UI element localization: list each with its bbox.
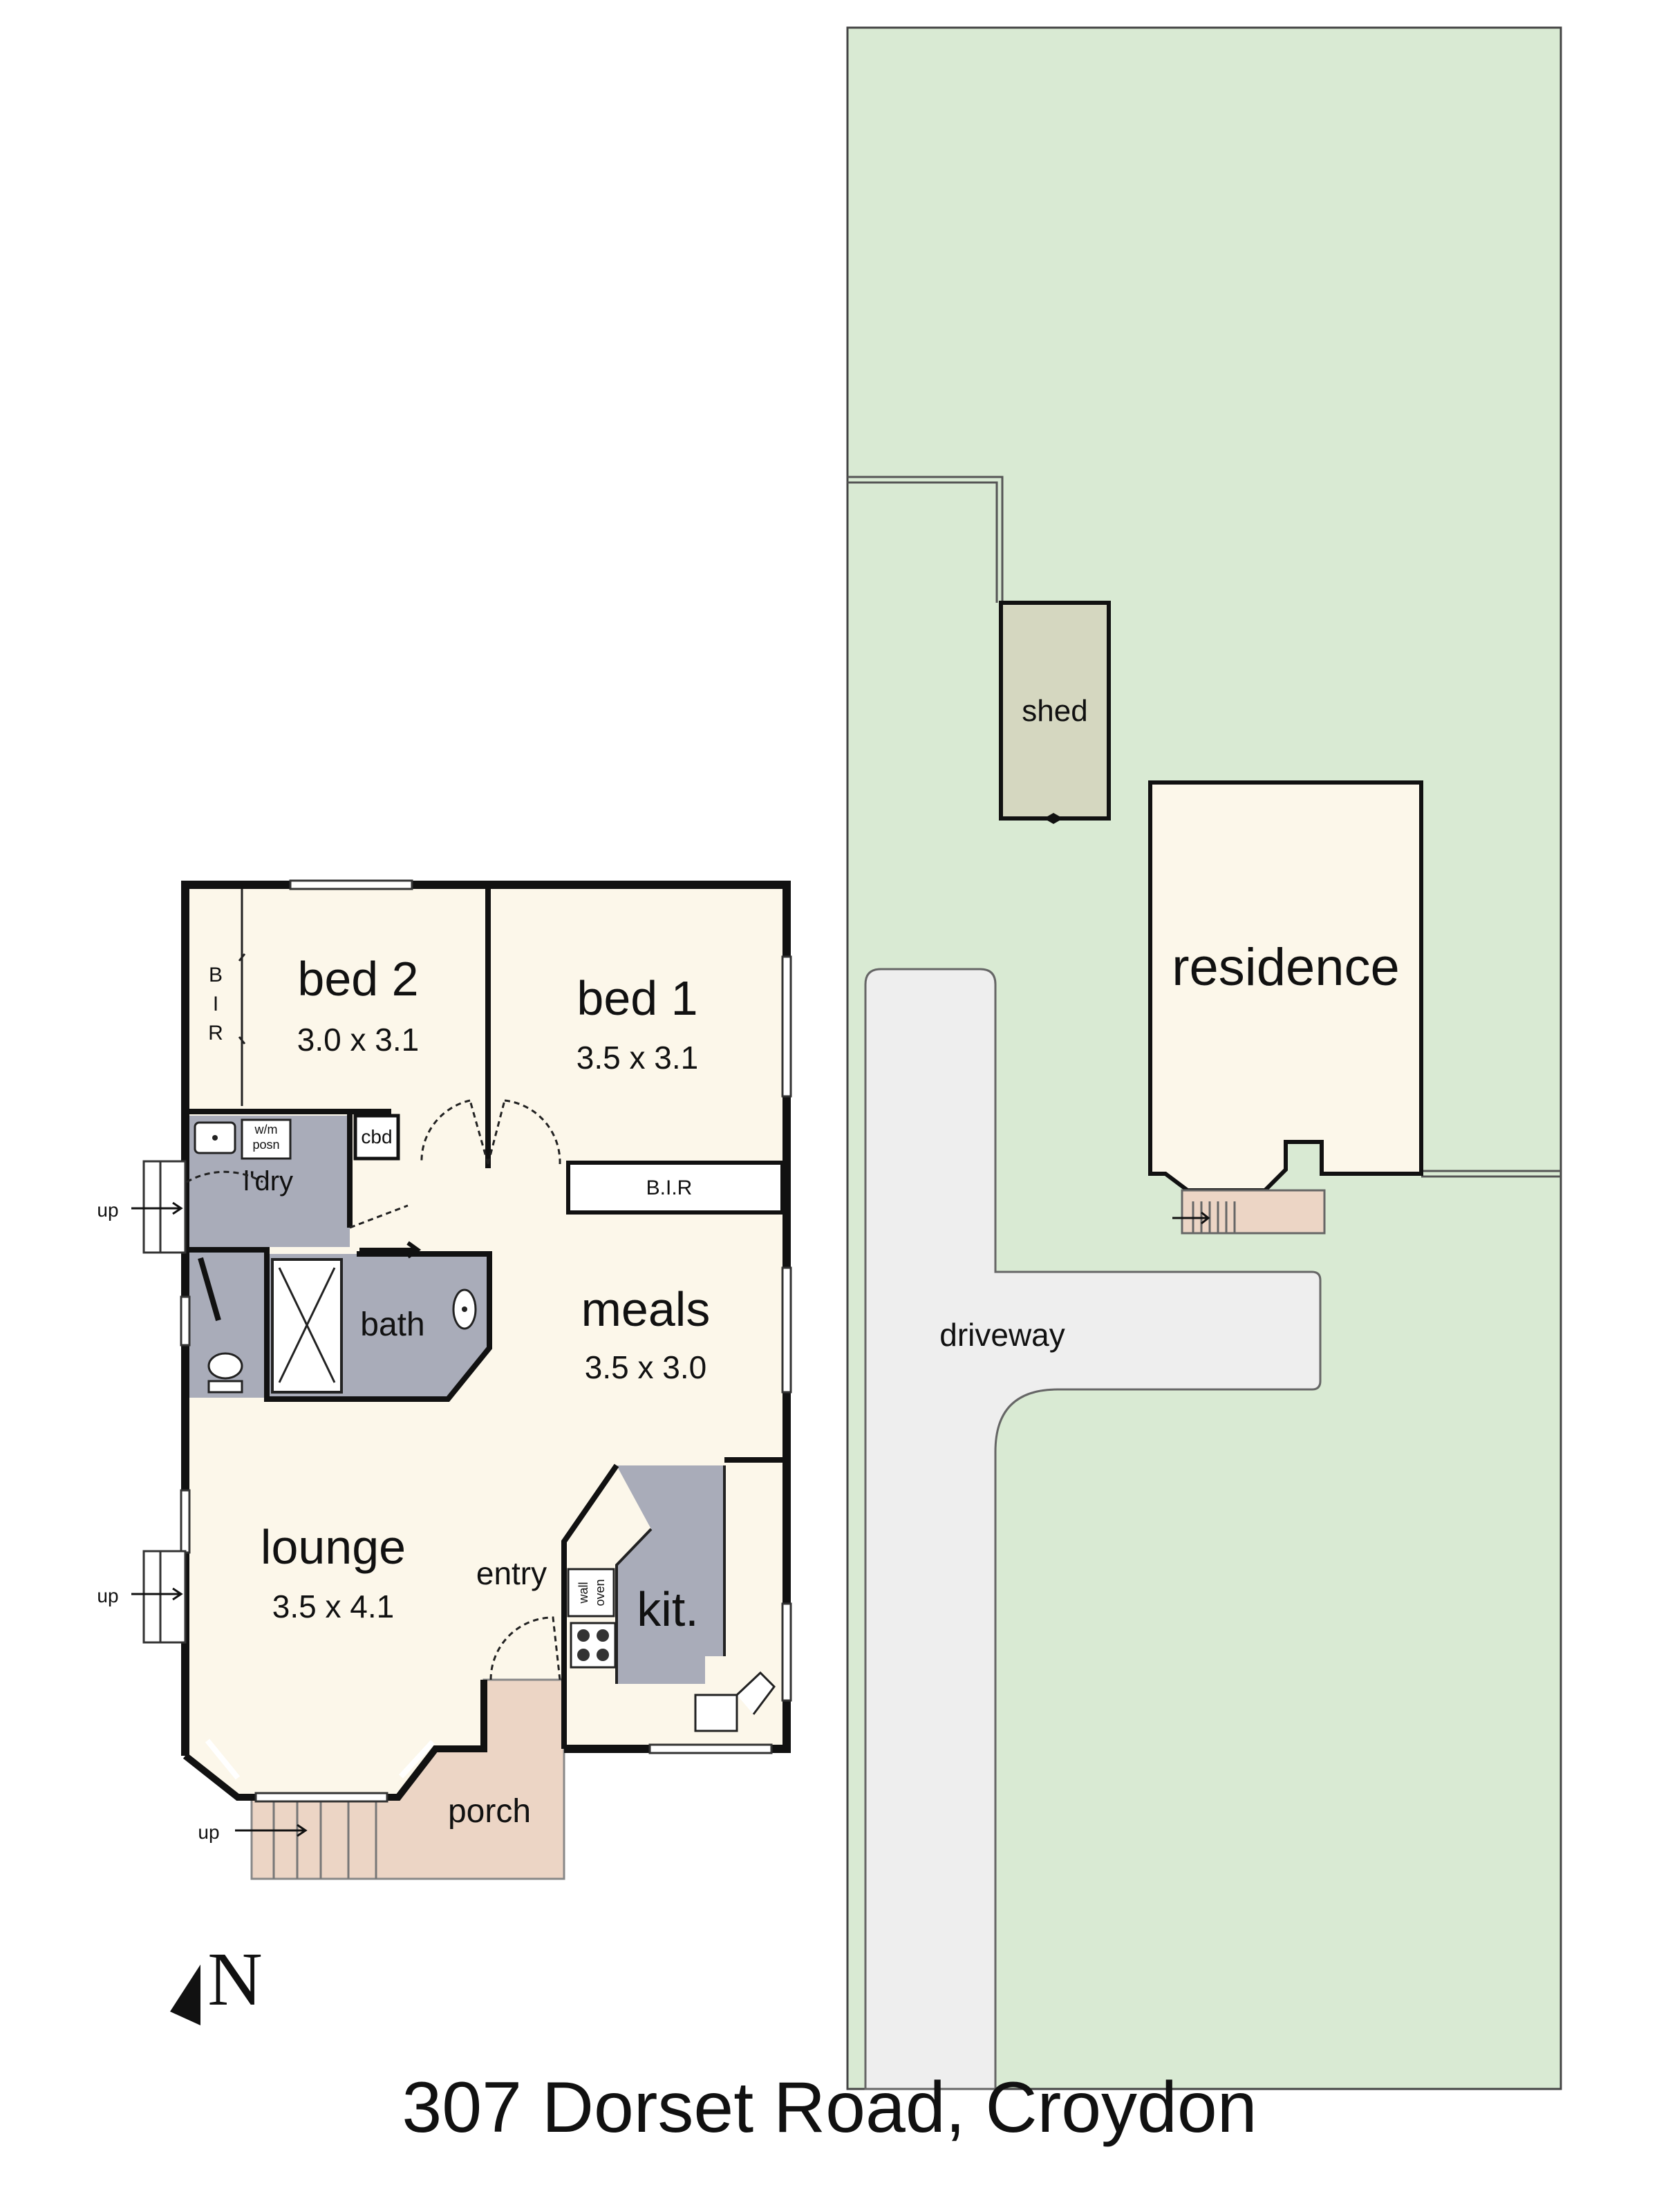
entry-label: entry: [476, 1555, 547, 1591]
door-swing: [349, 1204, 409, 1229]
washing-machine-position: [241, 1118, 292, 1160]
compass-letter: N: [207, 1937, 262, 2021]
residence: [1148, 780, 1423, 1192]
window: [781, 1266, 792, 1394]
bed2-dims: 3.0 x 3.1: [297, 1022, 419, 1058]
door-swing: [198, 1257, 221, 1322]
window: [781, 1602, 792, 1702]
window-bay: [205, 1738, 435, 1780]
meals-dims: 3.5 x 3.0: [585, 1349, 706, 1385]
kitchen-bench: [617, 1465, 724, 1684]
site-plan: driveway shed residence: [846, 26, 1562, 2090]
bath-label: bath: [360, 1306, 424, 1343]
basin-drain: [462, 1306, 467, 1312]
shower-base: [271, 1258, 343, 1394]
wall-oven-label2: oven: [593, 1579, 607, 1606]
cupboard: [353, 1114, 400, 1161]
kitchen-bench-outline: [615, 1465, 726, 1684]
address-title: 307 Dorset Road, Croydon: [402, 2068, 1257, 2148]
laundry-label: l'dry: [243, 1166, 293, 1197]
window: [180, 1295, 191, 1347]
cupboard-label: cbd: [361, 1126, 392, 1147]
side-steps: [142, 1550, 187, 1644]
cooktop-burner: [597, 1649, 609, 1661]
bir-left-letter: B: [209, 964, 223, 986]
shed: [999, 601, 1111, 821]
residence-label: residence: [1172, 938, 1400, 997]
window: [648, 1743, 773, 1754]
up-arrow: [235, 1824, 308, 1837]
bir-left-doors: [238, 888, 246, 1106]
bed2-label: bed 2: [297, 952, 418, 1006]
wm-label-line2: posn: [252, 1138, 279, 1152]
window: [781, 955, 792, 1098]
laundry-tub-drain: [212, 1135, 218, 1141]
wm-label-line1: w/m: [254, 1123, 278, 1136]
window: [289, 879, 413, 890]
cooktop-burner: [577, 1649, 590, 1661]
fence-line: [847, 481, 998, 603]
up-label: up: [97, 1585, 118, 1606]
bir-right-label: B.I.R: [646, 1177, 693, 1199]
window: [254, 1792, 388, 1803]
door-swing: [487, 1099, 561, 1165]
door-swing: [359, 1241, 422, 1259]
shed-door-mark: [1044, 813, 1063, 824]
kitchen-label: kit.: [637, 1582, 698, 1636]
up-arrow: [131, 1201, 183, 1215]
residence-deck: [1181, 1189, 1326, 1235]
cooktop-burner: [597, 1629, 609, 1642]
bir-left-letter: I: [213, 993, 218, 1015]
up-arrow: [131, 1587, 183, 1601]
toilet-cistern: [207, 1380, 243, 1394]
bed1-label: bed 1: [577, 971, 697, 1025]
bed1-dims: 3.5 x 3.1: [577, 1040, 698, 1076]
cooktop: [570, 1622, 617, 1669]
window: [180, 1489, 191, 1554]
driveway-label: driveway: [939, 1317, 1065, 1353]
cooktop-burner: [577, 1629, 590, 1642]
bir-right: [566, 1161, 785, 1215]
porch-label: porch: [448, 1793, 531, 1830]
residence-up-arrow: [1172, 1211, 1210, 1225]
toilet: [207, 1352, 243, 1380]
lounge-label: lounge: [261, 1520, 406, 1574]
wall-oven: [567, 1568, 615, 1618]
fence-line: [847, 476, 1004, 603]
driveway: [864, 968, 1322, 2090]
up-label: up: [198, 1821, 219, 1843]
meals-label: meals: [581, 1282, 711, 1336]
wall-oven-label1: wall: [577, 1582, 590, 1604]
interior-walls: [187, 889, 787, 1749]
door-swing: [420, 1099, 489, 1165]
kitchen-sink: [694, 1671, 776, 1732]
shower-drain-lines: [278, 1267, 336, 1383]
house-plan: porch w/m posn l'dry wall oven kit.: [97, 879, 792, 1880]
door-swing: [186, 1170, 263, 1183]
door-swing: [489, 1616, 561, 1680]
lounge-dims: 3.5 x 4.1: [272, 1588, 394, 1624]
bir-left-letter: R: [208, 1022, 223, 1044]
exterior-wall-bay: [182, 1680, 487, 1801]
north-arrow: N: [170, 1937, 263, 2025]
up-label: up: [97, 1199, 118, 1221]
compass-pointer: [170, 1965, 200, 2025]
shed-label: shed: [1022, 694, 1087, 728]
